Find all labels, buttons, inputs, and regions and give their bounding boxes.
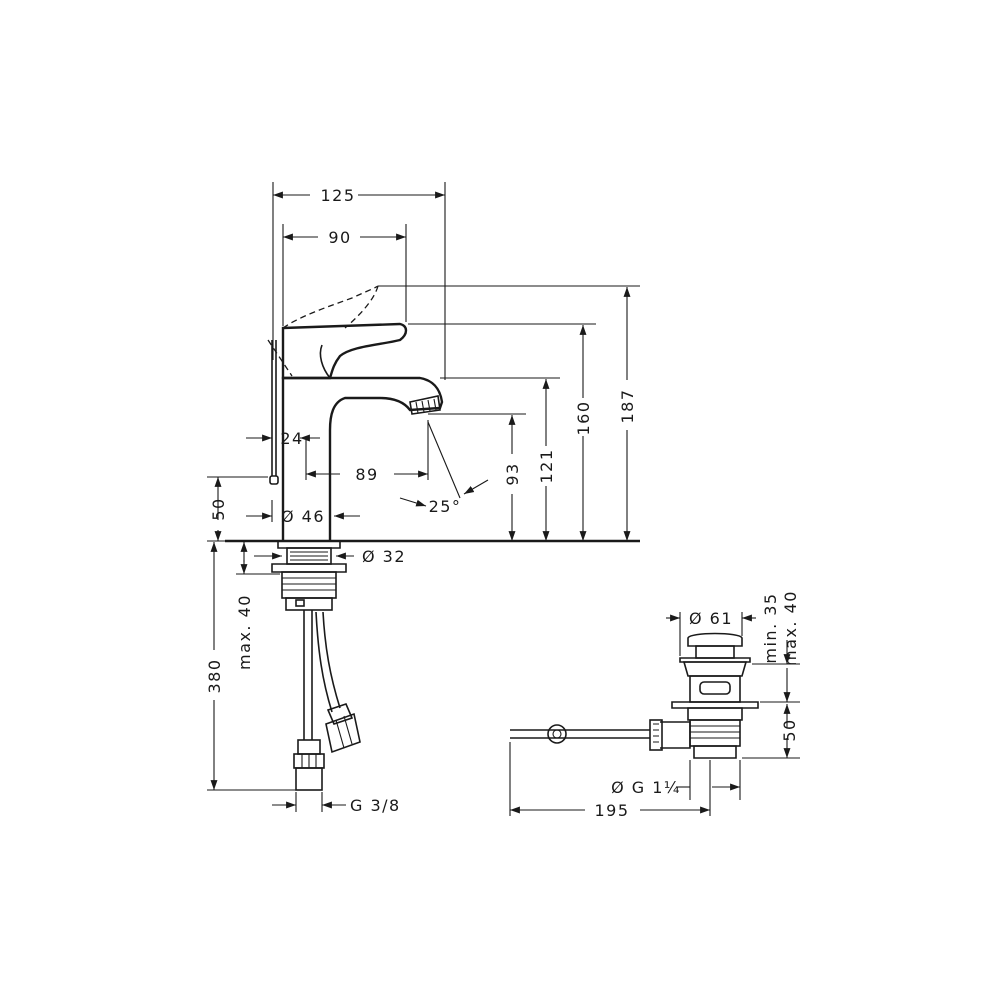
dim-diameter-32: Ø 32 [362,547,406,566]
dim-height-121: 121 [537,448,556,483]
dim-width-125: 125 [320,186,355,205]
dim-height-50: 50 [209,497,228,520]
faucet-body [267,285,461,540]
dim-hose-380: 380 [205,658,224,693]
dim-height-187: 187 [618,388,637,423]
dim-height-160: 160 [574,400,593,435]
dim-max-40: max. 40 [235,594,254,670]
waste-dimensions [509,612,800,816]
dim-diameter-46: Ø 46 [281,507,325,526]
dim-offset-24: 24 [280,429,303,448]
dim-length-195: 195 [594,801,629,820]
dim-max-40-waste: max. 40 [781,590,800,666]
dim-waste-50: 50 [780,718,799,741]
dim-height-93: 93 [503,462,522,485]
mounting-assembly [225,539,640,791]
dim-min-35: min. 35 [761,592,780,663]
faucet-dimensions [207,182,640,812]
waste-assembly [510,632,759,759]
dim-width-90: 90 [328,228,351,247]
dim-reach-89: 89 [355,465,378,484]
dim-thread-g114: Ø G 1¼ [611,778,681,797]
dim-angle-25: 25° [429,497,462,516]
dim-thread-g38: G 3/8 [350,796,401,815]
dim-diameter-61: Ø 61 [689,609,733,628]
